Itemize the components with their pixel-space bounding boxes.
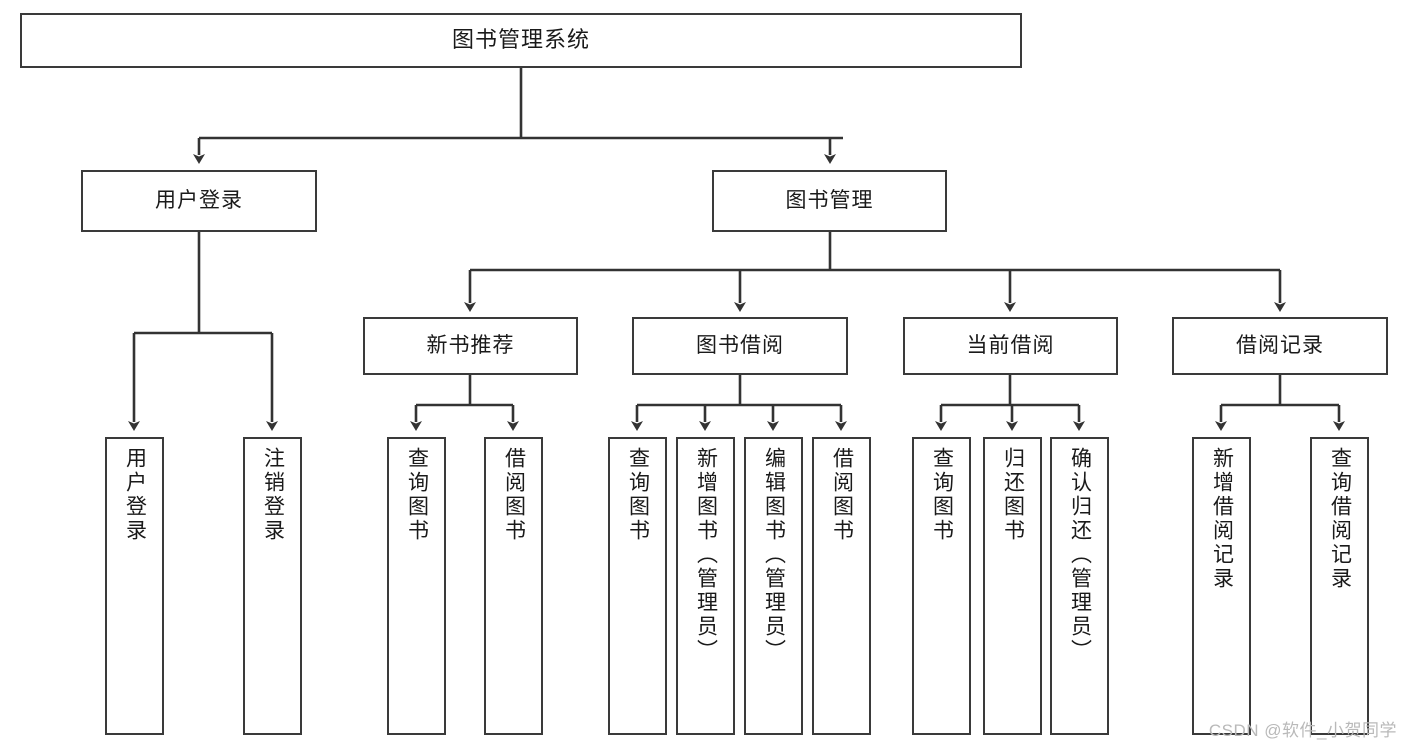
- node-leaf-query-book-rec-label: 查询图书: [405, 447, 429, 543]
- node-user-login[interactable]: 用户登录: [81, 170, 317, 232]
- node-leaf-confirm-return-label: 确认归还（管理员）: [1068, 447, 1092, 663]
- node-leaf-query-record-label: 查询借阅记录: [1328, 447, 1352, 591]
- node-leaf-user-login-label: 用户登录: [123, 447, 147, 543]
- node-new-book-recommend[interactable]: 新书推荐: [363, 317, 578, 375]
- node-book-manage-label: 图书管理: [785, 189, 874, 213]
- node-book-borrow[interactable]: 图书借阅: [632, 317, 848, 375]
- node-leaf-return-book[interactable]: 归还图书: [983, 437, 1042, 735]
- node-leaf-query-book-borrow[interactable]: 查询图书: [608, 437, 667, 735]
- node-leaf-query-record[interactable]: 查询借阅记录: [1310, 437, 1369, 735]
- node-borrow-record-label: 借阅记录: [1236, 334, 1324, 358]
- node-user-login-label: 用户登录: [155, 189, 243, 213]
- node-book-manage[interactable]: 图书管理: [712, 170, 947, 232]
- node-current-borrow-label: 当前借阅: [966, 334, 1055, 358]
- node-leaf-edit-book-label: 编辑图书（管理员）: [762, 447, 786, 663]
- node-book-borrow-label: 图书借阅: [696, 334, 784, 358]
- node-leaf-query-book-borrow-label: 查询图书: [626, 447, 650, 543]
- node-leaf-user-login[interactable]: 用户登录: [105, 437, 164, 735]
- node-new-book-recommend-label: 新书推荐: [426, 334, 515, 358]
- node-root-label: 图书管理系统: [451, 27, 590, 53]
- node-leaf-query-book-rec[interactable]: 查询图书: [387, 437, 446, 735]
- node-leaf-user-logout-label: 注销登录: [261, 447, 285, 543]
- node-current-borrow[interactable]: 当前借阅: [903, 317, 1118, 375]
- node-leaf-borrow-book-rec-label: 借阅图书: [502, 447, 526, 543]
- node-leaf-add-record[interactable]: 新增借阅记录: [1192, 437, 1251, 735]
- node-leaf-edit-book[interactable]: 编辑图书（管理员）: [744, 437, 803, 735]
- node-borrow-record[interactable]: 借阅记录: [1172, 317, 1388, 375]
- node-leaf-return-book-label: 归还图书: [1001, 447, 1025, 543]
- node-leaf-query-book-current[interactable]: 查询图书: [912, 437, 971, 735]
- node-leaf-add-book-label: 新增图书（管理员）: [694, 447, 718, 663]
- node-leaf-borrow-book-rec[interactable]: 借阅图书: [484, 437, 543, 735]
- node-leaf-query-book-current-label: 查询图书: [930, 447, 954, 543]
- node-leaf-add-record-label: 新增借阅记录: [1210, 447, 1234, 591]
- node-leaf-add-book[interactable]: 新增图书（管理员）: [676, 437, 735, 735]
- node-leaf-confirm-return[interactable]: 确认归还（管理员）: [1050, 437, 1109, 735]
- node-root[interactable]: 图书管理系统: [20, 13, 1022, 68]
- watermark: CSDN @软件_小贺同学: [1208, 721, 1397, 740]
- node-leaf-borrow-book-label: 借阅图书: [830, 447, 854, 543]
- node-leaf-user-logout[interactable]: 注销登录: [243, 437, 302, 735]
- node-leaf-borrow-book[interactable]: 借阅图书: [812, 437, 871, 735]
